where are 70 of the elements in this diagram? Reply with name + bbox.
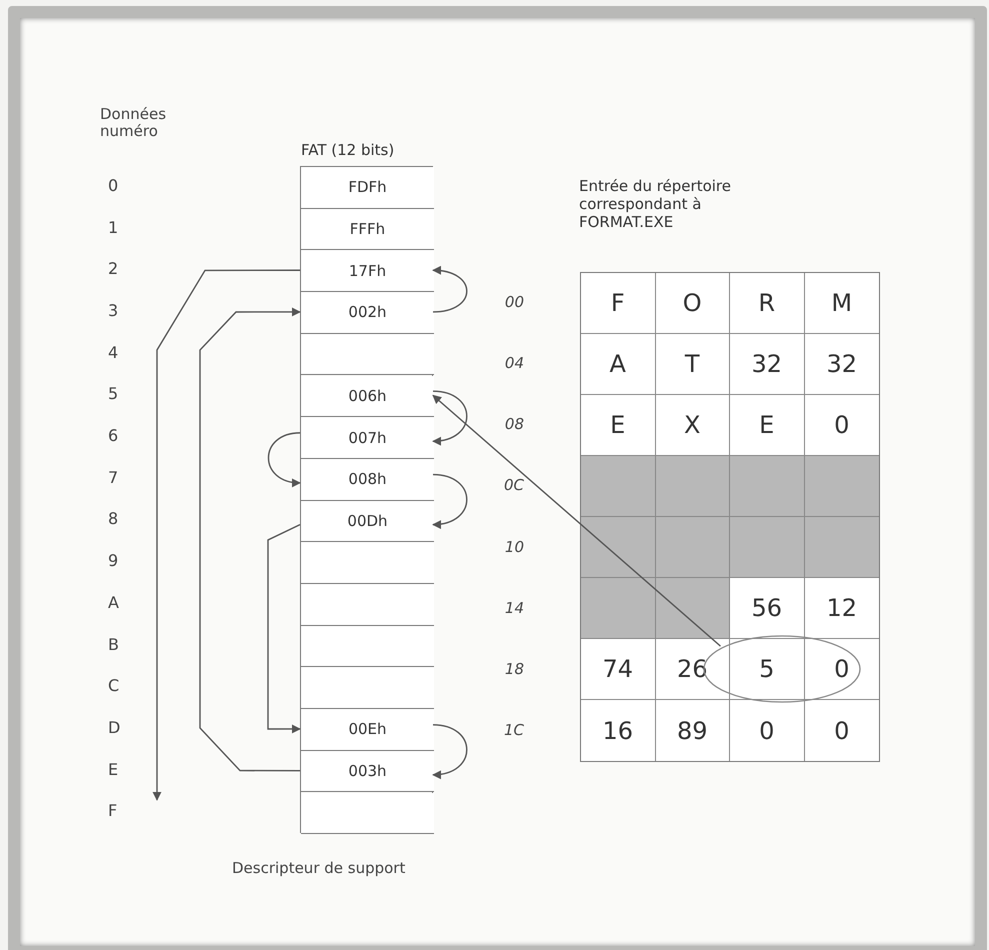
offset-label: 18 <box>504 661 524 678</box>
arrow <box>432 394 721 647</box>
offset-label: 1C <box>502 722 524 740</box>
offset-label: 0C <box>502 477 524 495</box>
arrow <box>152 270 300 801</box>
table-cell: 74 <box>581 639 656 700</box>
arrow <box>432 266 468 313</box>
row-number: B <box>108 636 120 654</box>
table-cell: A <box>581 334 656 395</box>
column-heading: Données numéro <box>100 106 168 140</box>
row-number: 9 <box>108 552 120 571</box>
fat-entry: FFFh <box>301 208 434 250</box>
table-cell: T <box>656 334 730 395</box>
row-number: 2 <box>108 260 120 279</box>
row-number: 3 <box>108 302 120 320</box>
empty-cell <box>301 334 434 376</box>
row-number: 0 <box>108 176 120 196</box>
empty-cell <box>301 584 434 626</box>
row-number: C <box>108 677 120 696</box>
offset-label: 10 <box>504 538 524 556</box>
row-number: 8 <box>108 510 120 529</box>
row-number: F <box>108 802 118 821</box>
row-number: D <box>108 718 122 738</box>
table-heading: Entrée du répertoire correspondant à FORMAT.EXE <box>579 177 732 231</box>
row-number: 1 <box>108 218 120 237</box>
caption-text: Descripteur de support <box>232 860 406 878</box>
table-heading: FAT (12 bits) <box>301 141 394 159</box>
arrow <box>432 390 468 445</box>
arrow <box>199 307 301 772</box>
table-cell: 0 <box>730 700 804 761</box>
row-number: A <box>108 594 120 612</box>
row-number: E <box>108 760 120 780</box>
empty-cell <box>301 792 434 834</box>
arrow <box>432 474 468 528</box>
fat-entry: 008h <box>301 458 434 501</box>
offset-label: 00 <box>504 294 524 311</box>
row-number: 4 <box>108 344 120 362</box>
offset-label: 08 <box>504 416 524 434</box>
arrow <box>267 524 301 734</box>
arrow <box>268 432 301 487</box>
row-number: 7 <box>108 468 120 488</box>
table-cell: F <box>581 273 656 334</box>
table-cell: R <box>730 273 804 334</box>
table-cell: 89 <box>656 700 730 761</box>
fat-entry: 002h <box>301 292 434 334</box>
offset-label: 14 <box>504 600 524 618</box>
table-cell: 5 <box>730 639 804 700</box>
row-number: 6 <box>108 427 120 446</box>
offset-label: 04 <box>504 354 524 372</box>
fat-entry: FDFh <box>301 167 434 209</box>
empty-cell <box>301 667 434 710</box>
fat-entry: 007h <box>301 417 434 459</box>
table-cell-text: 0 <box>833 716 850 746</box>
table-cell: 12 <box>804 578 879 639</box>
fat-entry: 006h <box>301 376 434 418</box>
fat-entry: 00Eh <box>301 709 434 751</box>
table-cell: 32 <box>804 334 879 395</box>
empty-cell <box>301 542 434 584</box>
empty-cell <box>301 626 434 668</box>
table-cell: 0 <box>804 639 879 700</box>
row-number: 5 <box>108 385 120 404</box>
fat-entry: 17Fh <box>301 250 434 292</box>
fat-entry: 003h <box>301 750 434 792</box>
arrow <box>432 724 468 779</box>
table-cell: M <box>804 273 879 334</box>
fat-entry: 00Dh <box>301 500 434 542</box>
table-cell: 32 <box>730 334 804 395</box>
table-cell: O <box>656 273 730 334</box>
table-cell: 56 <box>730 578 804 639</box>
table-cell: 16 <box>581 700 656 761</box>
